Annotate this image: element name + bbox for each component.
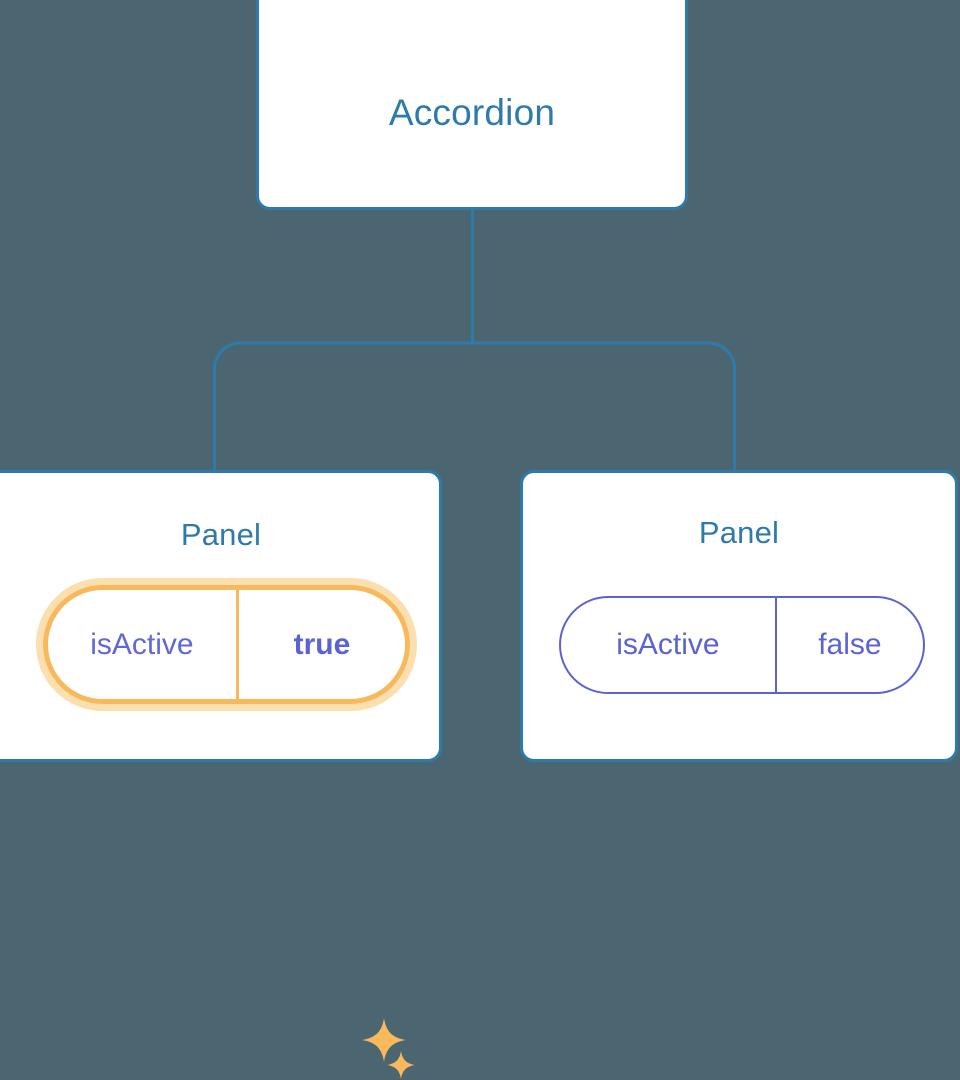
prop-divider xyxy=(774,598,777,692)
prop-value-label: false xyxy=(818,628,882,661)
prop-pill-isactive-false[interactable]: isActive false xyxy=(559,596,925,694)
connector-branch-right xyxy=(472,341,736,472)
prop-pill-isactive-true[interactable]: isActive true xyxy=(43,585,410,704)
node-accordion[interactable]: Accordion xyxy=(256,0,688,210)
node-panel-active[interactable]: Panel isActive true xyxy=(0,470,442,1079)
connector-branch-left xyxy=(213,341,473,472)
node-panel-inactive-title: Panel xyxy=(698,515,780,550)
sparkle-icon xyxy=(387,1051,415,1079)
prop-pill-highlight-glow xyxy=(36,578,417,711)
tree-connectors xyxy=(213,210,736,472)
prop-key-label: isActive xyxy=(616,628,720,661)
prop-value-label: true xyxy=(293,627,351,661)
node-panel-inactive[interactable]: Panel isActive false xyxy=(520,470,958,762)
node-panel-active-title: Panel xyxy=(180,517,262,552)
prop-divider xyxy=(235,590,239,699)
node-accordion-title: Accordion xyxy=(388,92,556,133)
prop-key-label: isActive xyxy=(90,627,194,661)
